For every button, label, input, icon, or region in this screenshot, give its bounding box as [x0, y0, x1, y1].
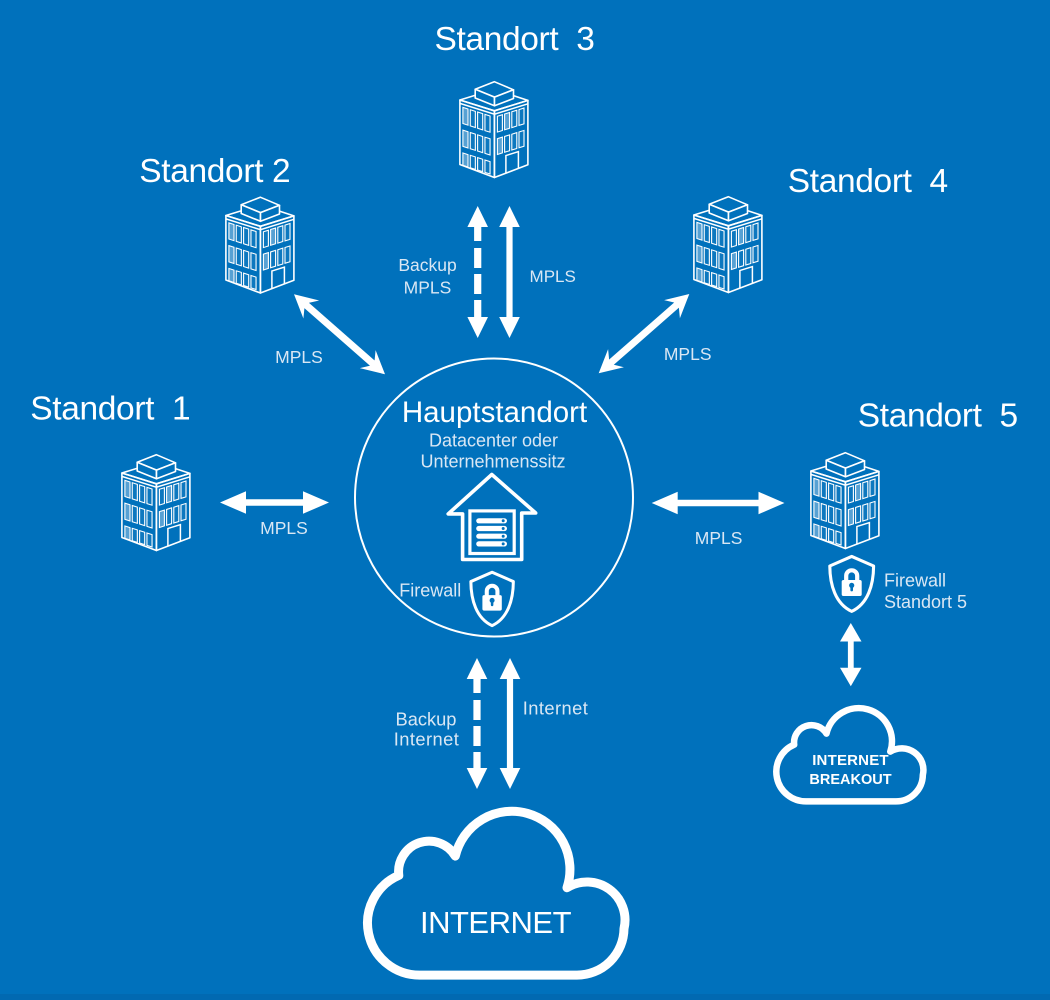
- svg-text:Standort 2: Standort 2: [139, 153, 290, 190]
- svg-text:Firewall: Firewall: [884, 571, 946, 591]
- svg-text:Hauptstandort: Hauptstandort: [402, 396, 587, 429]
- svg-text:MPLS: MPLS: [260, 518, 308, 538]
- svg-text:MPLS: MPLS: [404, 278, 452, 298]
- svg-text:Standort 5: Standort 5: [858, 398, 1018, 435]
- svg-text:INTERNET: INTERNET: [812, 752, 889, 769]
- svg-text:Unternehmenssitz: Unternehmenssitz: [420, 451, 565, 471]
- svg-text:MPLS: MPLS: [530, 267, 576, 286]
- svg-text:MPLS: MPLS: [664, 344, 712, 364]
- svg-text:Firewall: Firewall: [399, 581, 461, 601]
- svg-text:Internet: Internet: [394, 728, 460, 749]
- svg-text:MPLS: MPLS: [275, 347, 323, 367]
- svg-text:Backup: Backup: [398, 255, 456, 275]
- svg-text:Standort 1: Standort 1: [30, 391, 190, 428]
- svg-text:Standort 3: Standort 3: [434, 21, 594, 58]
- svg-text:MPLS: MPLS: [695, 528, 743, 548]
- svg-text:Standort 5: Standort 5: [884, 592, 967, 612]
- svg-text:Standort 4: Standort 4: [788, 163, 948, 200]
- svg-text:INTERNET: INTERNET: [420, 905, 572, 940]
- svg-text:Internet: Internet: [523, 698, 589, 719]
- svg-text:Backup: Backup: [396, 708, 457, 729]
- svg-text:BREAKOUT: BREAKOUT: [809, 772, 891, 788]
- svg-text:Datacenter oder: Datacenter oder: [429, 430, 558, 450]
